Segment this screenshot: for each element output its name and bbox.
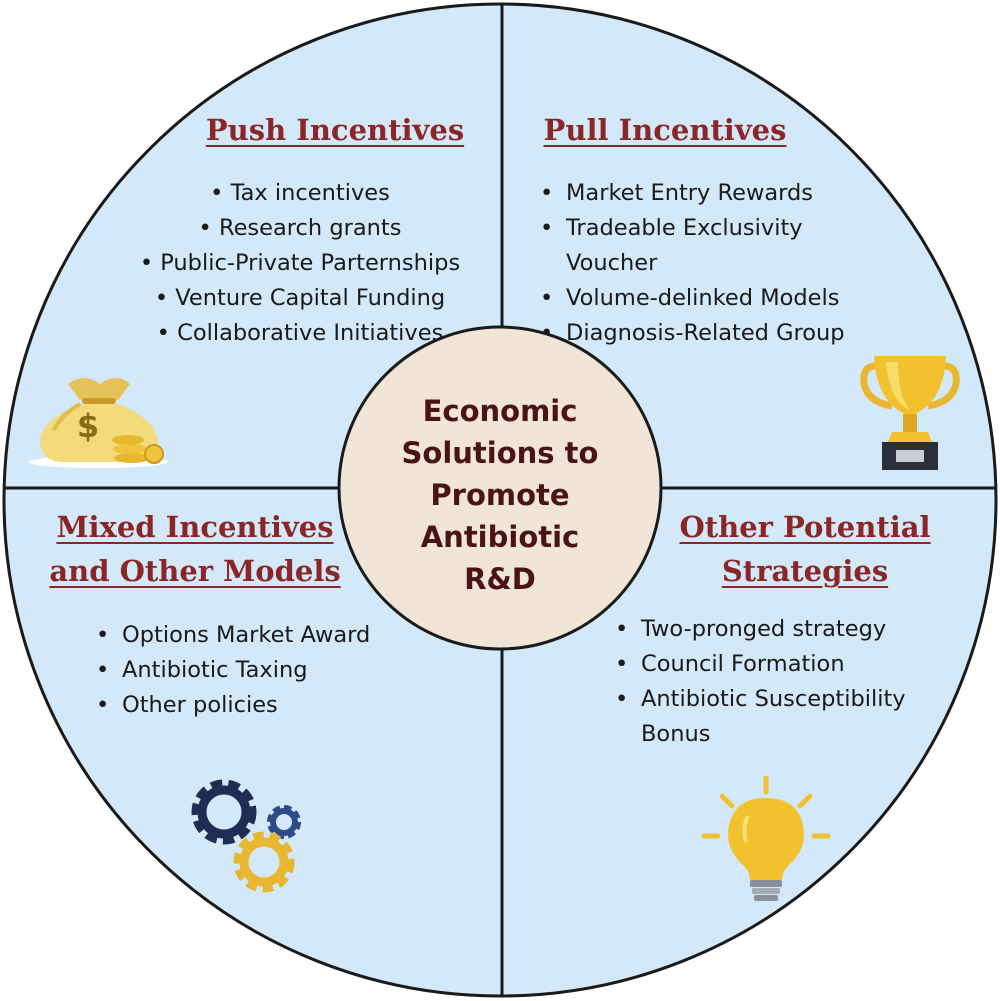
pull-incentives-list: Market Entry Rewards Tradeable Exclusivi… (540, 176, 960, 351)
light-bulb-icon (701, 775, 831, 901)
list-item: Diagnosis-Related Group (540, 316, 960, 351)
mixed-incentives-list: Options Market Award Antibiotic Taxing O… (96, 618, 426, 723)
list-item: Options Market Award (96, 618, 426, 653)
center-circle (337, 325, 663, 651)
other-strategies-list: Two-pronged strategy Council Formation A… (615, 612, 985, 752)
center-title: Economic Solutions to Promote Antibiotic… (401, 394, 599, 596)
other-strategies-title: Other Potential Strategies (679, 510, 931, 588)
trophy-icon (860, 356, 960, 470)
list-item: Voucher (566, 250, 658, 276)
list-item: Antibiotic Susceptibility (615, 682, 985, 717)
list-item: Two-pronged strategy (615, 612, 985, 647)
list-item: Tradeable Exclusivity (540, 211, 960, 246)
money-bag-icon: $ (28, 378, 168, 468)
list-item: Collaborative Initiatives (110, 316, 490, 351)
pull-incentives-title: Pull Incentives (543, 113, 787, 147)
gears-icon (191, 779, 301, 893)
list-item: Venture Capital Funding (110, 281, 490, 316)
list-item: Council Formation (615, 647, 985, 682)
list-item: Public-Private Parternships (110, 246, 490, 281)
list-item: Bonus (641, 721, 711, 747)
list-item: Tax incentives (110, 176, 490, 211)
list-item: Volume-delinked Models (540, 281, 960, 316)
push-incentives-list: Tax incentives Research grants Public-Pr… (110, 176, 490, 351)
mixed-incentives-title: Mixed Incentives and Other Models (49, 510, 341, 588)
list-item: Market Entry Rewards (540, 176, 960, 211)
list-item: Antibiotic Taxing (96, 653, 426, 688)
push-incentives-title: Push Incentives (205, 113, 465, 147)
list-item: Other policies (96, 688, 426, 723)
svg-text:$: $ (77, 407, 99, 445)
list-item: Research grants (110, 211, 490, 246)
